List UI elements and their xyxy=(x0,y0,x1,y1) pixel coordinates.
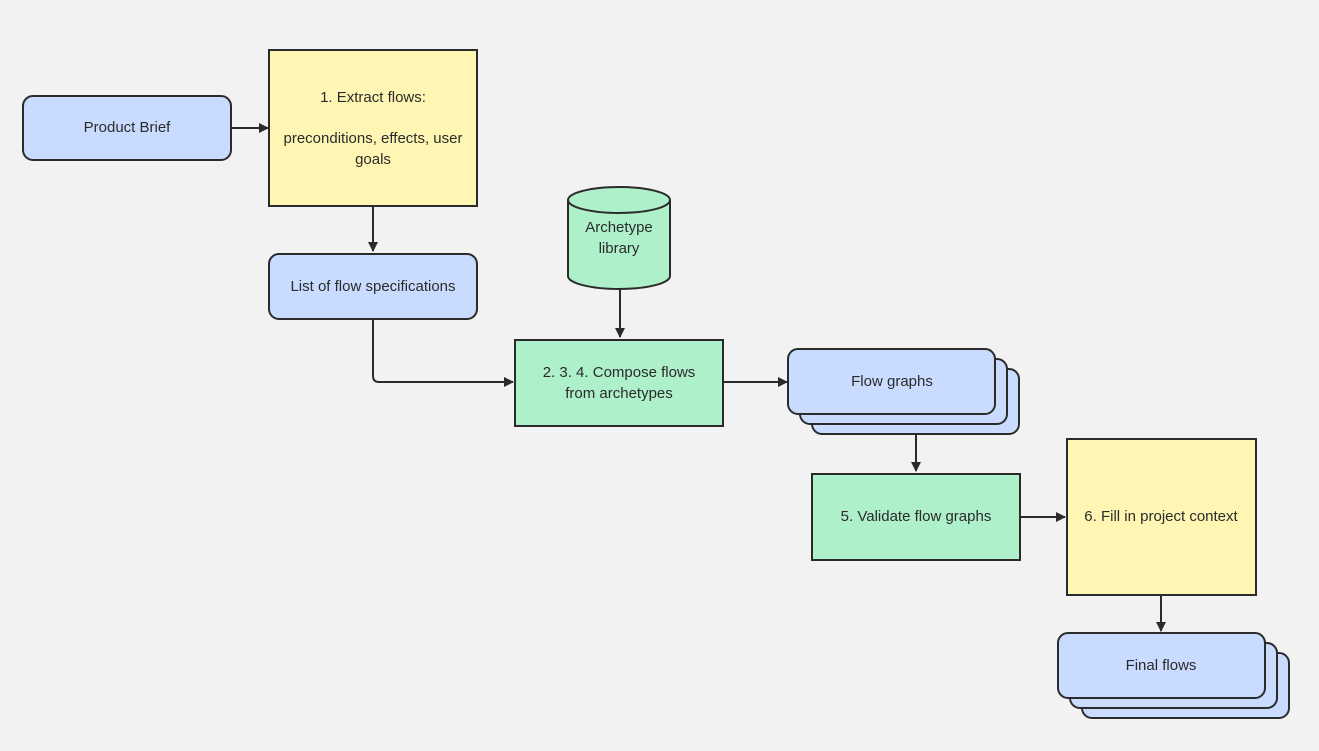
flow-graphs-stack-front xyxy=(787,348,996,415)
archetype-library-cylinder-top xyxy=(567,186,671,214)
fill-project-context-node[interactable]: 6. Fill in project context xyxy=(1066,438,1257,596)
flow-graphs-node[interactable]: Flow graphs xyxy=(787,348,1020,435)
archetype-library-node[interactable]: Archetype library xyxy=(567,186,671,290)
edge-flow-specifications-to-compose-flows xyxy=(372,320,514,387)
flow-specifications-node[interactable]: List of flow specifications xyxy=(268,253,478,320)
product-brief-node[interactable]: Product Brief xyxy=(22,95,232,161)
extract-flows-line-2: goals xyxy=(355,151,391,168)
validate-flow-graphs-label: 5. Validate flow graphs xyxy=(841,508,992,525)
extract-flows-title: 1. Extract flows: xyxy=(320,89,426,106)
flow-specifications-label: List of flow specifications xyxy=(290,278,455,295)
product-brief-label: Product Brief xyxy=(84,119,172,136)
final-flows-label: Final flows xyxy=(1126,657,1197,674)
edges xyxy=(231,123,1166,632)
archetype-library-line-1: Archetype xyxy=(585,219,653,236)
extract-flows-node[interactable]: 1. Extract flows: preconditions, effects… xyxy=(268,49,478,207)
extract-flows-line-1: preconditions, effects, user xyxy=(284,130,463,147)
validate-flow-graphs-node[interactable]: 5. Validate flow graphs xyxy=(811,473,1021,561)
flow-graphs-label: Flow graphs xyxy=(851,373,933,390)
archetype-library-line-2: library xyxy=(599,240,640,257)
final-flows-stack-front xyxy=(1057,632,1266,699)
final-flows-node[interactable]: Final flows xyxy=(1057,632,1290,719)
fill-project-context-label: 6. Fill in project context xyxy=(1084,508,1238,525)
archetype-library-cylinder-body xyxy=(567,200,671,290)
compose-flows-line-2: from archetypes xyxy=(565,385,673,402)
compose-flows-line-1: 2. 3. 4. Compose flows xyxy=(543,364,696,381)
compose-flows-node[interactable]: 2. 3. 4. Compose flows from archetypes xyxy=(514,339,724,427)
